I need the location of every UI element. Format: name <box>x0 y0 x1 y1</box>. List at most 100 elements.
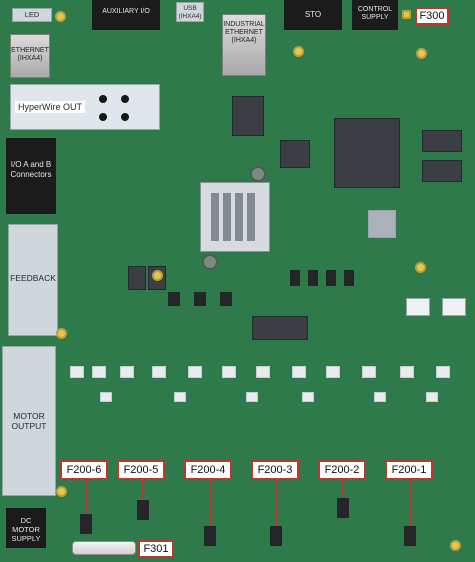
component <box>368 210 396 238</box>
capacitor <box>250 166 266 182</box>
callout-f200-2-label: F200-2 <box>324 464 360 476</box>
fuse-f200-6-part <box>80 514 92 534</box>
pad <box>222 366 236 378</box>
motor-output-connector: MOTOR OUTPUT <box>2 346 56 496</box>
callout-f200-2-line <box>342 478 344 500</box>
component <box>442 298 466 316</box>
callout-f200-4-line <box>209 478 211 528</box>
mounting-hole <box>293 46 304 57</box>
pad <box>152 366 166 378</box>
chip <box>280 140 310 168</box>
callout-f200-6-line <box>85 478 87 522</box>
callout-f200-2: F200-2 <box>318 460 366 480</box>
usb-label: USB (IHXA4) <box>178 5 202 20</box>
ethernet-label: ETHERNET (IHXA4) <box>11 47 49 62</box>
hyperwire-port <box>99 95 107 103</box>
fuse-f200-5-part <box>137 500 149 520</box>
motor-output-label: MOTOR OUTPUT <box>11 411 47 431</box>
pad <box>174 392 186 402</box>
pad <box>188 366 202 378</box>
mounting-hole <box>152 270 163 281</box>
callout-f200-3: F200-3 <box>251 460 299 480</box>
pad-grid <box>70 360 456 420</box>
hyperwire-port <box>99 113 107 121</box>
callout-f200-5-label: F200-5 <box>123 464 159 476</box>
industrial-ethernet-connector: INDUSTRIAL ETHERNET (IHXA4) <box>222 14 266 76</box>
component <box>406 298 430 316</box>
pad <box>246 392 258 402</box>
callout-f200-4: F200-4 <box>184 460 232 480</box>
ethernet-connector: ETHERNET (IHXA4) <box>10 34 50 78</box>
chip <box>252 316 308 340</box>
pad <box>362 366 376 378</box>
dc-motor-supply-connector: DC MOTOR SUPPLY <box>6 508 46 548</box>
callout-f200-3-label: F200-3 <box>257 464 293 476</box>
processor-chip <box>200 182 270 252</box>
io-connectors: I/O A and B Connectors <box>6 138 56 214</box>
pad <box>292 366 306 378</box>
callout-f200-6-label: F200-6 <box>66 464 102 476</box>
fuse-f300-part <box>402 10 411 19</box>
pad <box>302 392 314 402</box>
callout-f200-3-line <box>275 478 277 528</box>
mounting-hole <box>56 486 67 497</box>
mounting-hole <box>450 540 461 551</box>
component <box>168 292 180 306</box>
dc-motor-supply-label: DC MOTOR SUPPLY <box>11 516 41 543</box>
callout-f200-4-label: F200-4 <box>190 464 226 476</box>
led-label: LED <box>24 10 40 19</box>
fuse-f200-3-part <box>270 526 282 546</box>
sto-label: STO <box>304 10 322 19</box>
component <box>344 270 354 286</box>
hyperwire-out-label: HyperWire OUT <box>15 101 86 113</box>
component <box>220 292 232 306</box>
chip <box>128 266 146 290</box>
callout-f200-1: F200-1 <box>385 460 433 480</box>
industrial-ethernet-label: INDUSTRIAL ETHERNET (IHXA4) <box>223 21 265 44</box>
usb-connector: USB (IHXA4) <box>176 2 204 22</box>
pad <box>100 392 112 402</box>
control-supply-label: CONTROL SUPPLY <box>357 6 393 21</box>
callout-f300-label: F300 <box>419 10 445 22</box>
control-supply-connector: CONTROL SUPPLY <box>352 0 398 30</box>
hyperwire-port <box>121 113 129 121</box>
fuse-f200-2-part <box>337 498 349 518</box>
fuse-f301-part <box>72 541 136 555</box>
chip <box>422 130 462 152</box>
component <box>308 270 318 286</box>
mounting-hole <box>55 11 66 22</box>
pad <box>92 366 106 378</box>
pad <box>436 366 450 378</box>
callout-f200-6: F200-6 <box>60 460 108 480</box>
pad <box>326 366 340 378</box>
component <box>290 270 300 286</box>
callout-f301: F301 <box>138 540 174 558</box>
auxiliary-io-label: AUXILIARY I/O <box>102 8 150 15</box>
feedback-connector: FEEDBACK <box>8 224 58 336</box>
mounting-hole <box>56 328 67 339</box>
io-connectors-label: I/O A and B Connectors <box>10 160 52 179</box>
pad <box>374 392 386 402</box>
pad <box>400 366 414 378</box>
callout-f200-5-line <box>142 478 144 520</box>
pad <box>70 366 84 378</box>
callout-f200-1-line <box>409 478 411 528</box>
callout-f300: F300 <box>415 7 449 25</box>
callout-f200-1-label: F200-1 <box>391 464 427 476</box>
auxiliary-io-connector: AUXILIARY I/O <box>92 0 160 30</box>
fuse-f200-4-part <box>204 526 216 546</box>
chip <box>232 96 264 136</box>
mounting-hole <box>416 48 427 59</box>
callout-f200-5: F200-5 <box>117 460 165 480</box>
hyperwire-out-connector: HyperWire OUT <box>10 84 160 130</box>
chip <box>334 118 400 188</box>
hyperwire-port <box>121 95 129 103</box>
fuse-f200-1-part <box>404 526 416 546</box>
sto-connector: STO <box>284 0 342 30</box>
capacitor <box>202 254 218 270</box>
pad <box>120 366 134 378</box>
component <box>194 292 206 306</box>
mounting-hole <box>415 262 426 273</box>
component <box>326 270 336 286</box>
